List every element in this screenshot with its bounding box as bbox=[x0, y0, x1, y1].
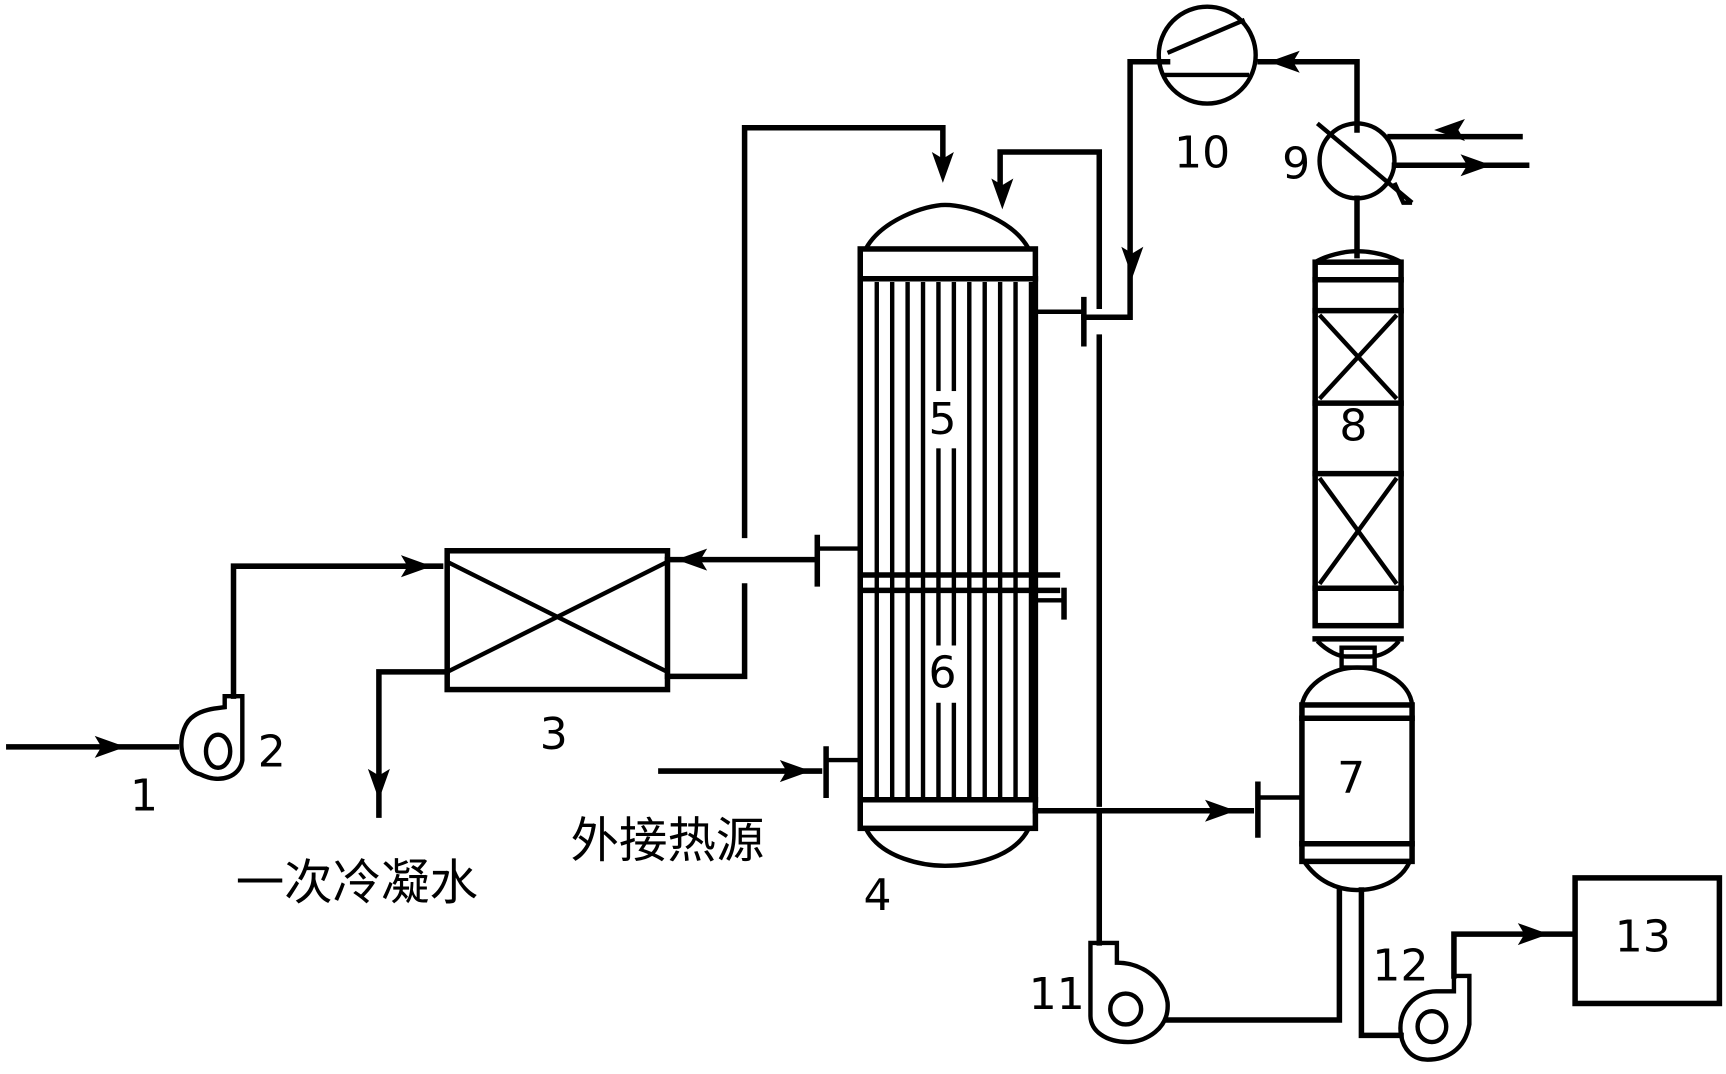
label-12: 12 bbox=[1372, 940, 1428, 991]
packed-column-8[interactable] bbox=[1312, 248, 1404, 670]
label-3: 3 bbox=[540, 709, 568, 760]
pump-11[interactable] bbox=[1088, 940, 1170, 1045]
label-8: 8 bbox=[1339, 401, 1367, 452]
label-9: 9 bbox=[1282, 138, 1310, 189]
tube-bundle bbox=[874, 282, 1034, 798]
label-1: 1 bbox=[130, 771, 158, 822]
pump-12[interactable] bbox=[1398, 973, 1472, 1062]
label-7: 7 bbox=[1337, 753, 1365, 804]
pipe-3-to-4-top bbox=[664, 125, 954, 680]
cooling-water-lines bbox=[1387, 118, 1530, 177]
pipe-7-to-12 bbox=[1358, 887, 1404, 1039]
label-13: 13 bbox=[1615, 912, 1671, 963]
label-5: 5 bbox=[929, 394, 957, 445]
label-5-bg bbox=[927, 391, 961, 449]
label-6-bg bbox=[927, 645, 961, 703]
pump-impeller-icon bbox=[203, 732, 233, 770]
evaporator-4[interactable] bbox=[814, 202, 1087, 868]
external-heat-source-label: 外接热源 bbox=[571, 813, 765, 869]
feed-line-1 bbox=[6, 735, 179, 758]
label-4: 4 bbox=[864, 870, 892, 921]
product-tank-13[interactable] bbox=[1572, 875, 1723, 1007]
heat-exchanger-3[interactable] bbox=[444, 548, 671, 693]
pump-2[interactable] bbox=[179, 693, 245, 781]
pipe-11-to-4 bbox=[991, 149, 1103, 946]
pipe-9-to-10 bbox=[1257, 50, 1360, 133]
label-10: 10 bbox=[1174, 127, 1230, 178]
condenser-9[interactable] bbox=[1315, 121, 1414, 259]
separator-7[interactable] bbox=[1255, 665, 1415, 893]
pump-impeller-icon bbox=[1108, 991, 1144, 1027]
pipe-2-to-3 bbox=[230, 555, 444, 699]
pipe-10-to-4 bbox=[1081, 58, 1171, 321]
pipe-4-to-3 bbox=[664, 548, 818, 571]
compressor-10[interactable] bbox=[1156, 4, 1258, 106]
pipe-external-heat bbox=[658, 760, 823, 783]
pipe-12-to-13 bbox=[1451, 923, 1574, 979]
pipe-condensate-out bbox=[367, 669, 450, 818]
primary-condensate-label: 一次冷凝水 bbox=[236, 855, 478, 911]
label-2: 2 bbox=[258, 727, 286, 778]
pipe-4-to-7 bbox=[1032, 799, 1255, 822]
label-11: 11 bbox=[1029, 969, 1085, 1020]
pump-impeller-icon bbox=[1415, 1008, 1449, 1045]
pipe-7-to-11 bbox=[1164, 887, 1343, 1023]
label-6: 6 bbox=[929, 647, 957, 698]
